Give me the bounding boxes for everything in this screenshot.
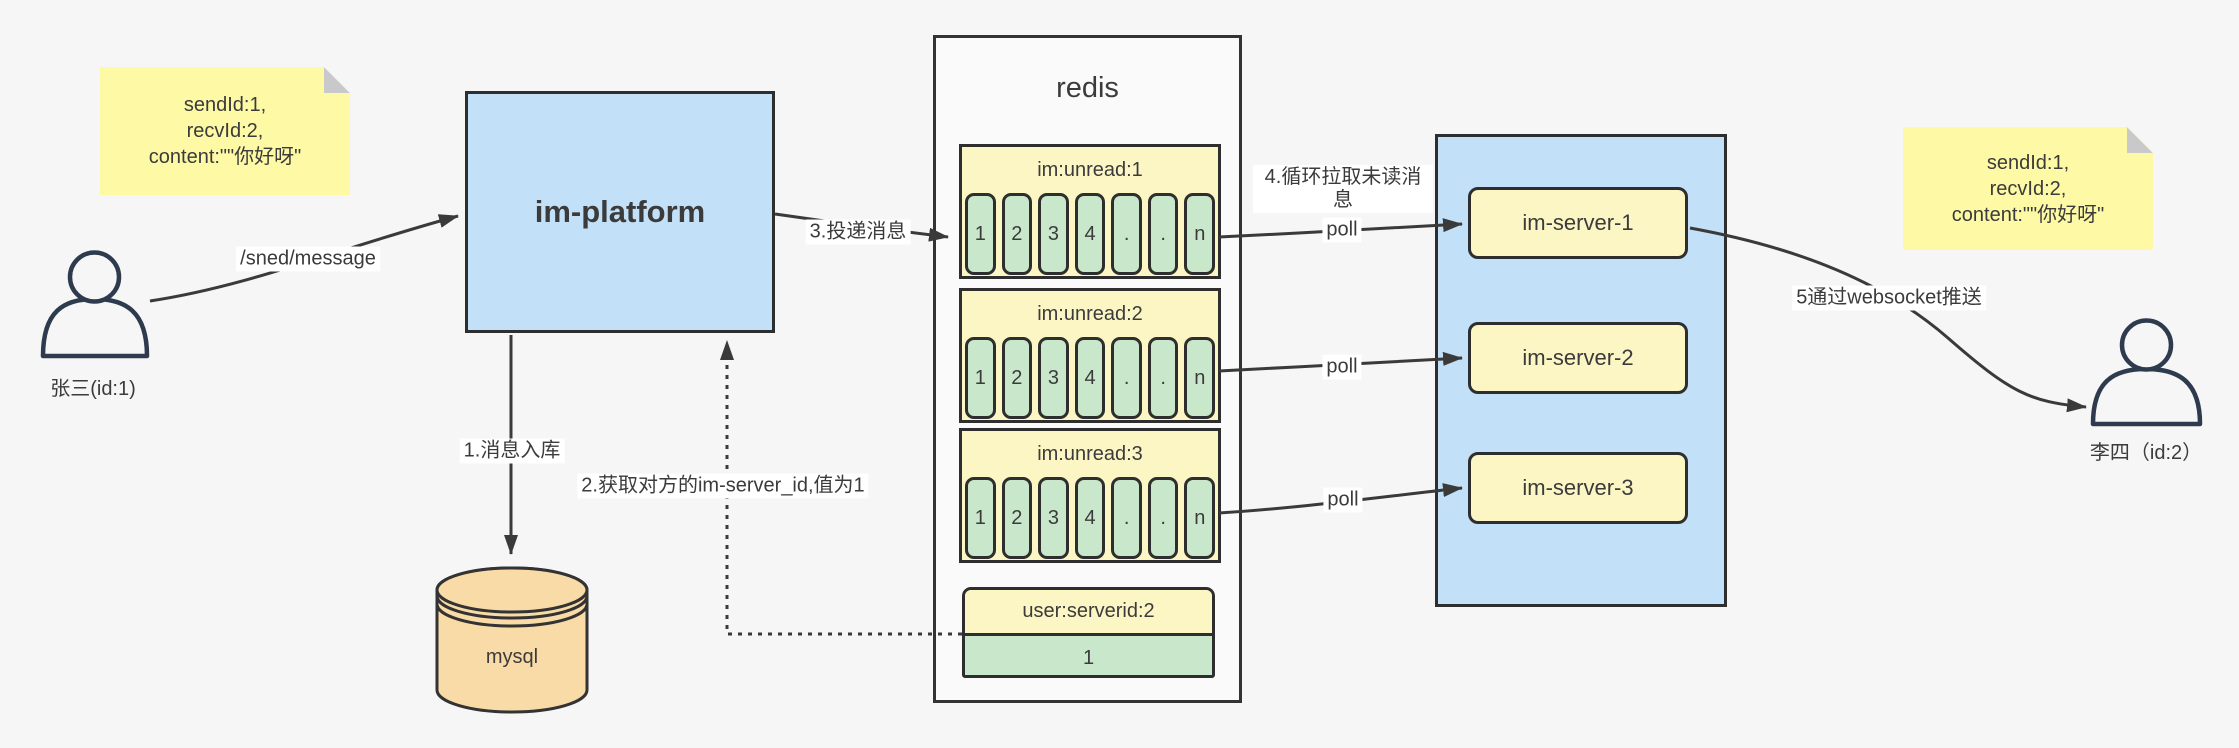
sticky-note-left: sendId:1, recvId:2, content:""你好呀" — [100, 67, 350, 195]
note-line: sendId:1, — [183, 94, 267, 116]
note-line: content:""你好呀" — [1951, 203, 2105, 226]
im-server-label: im-server-3 — [1522, 475, 1634, 500]
edge-label-send: /sned/message — [236, 246, 380, 272]
edge-label-step4: 4.循环拉取未读消息 — [1253, 165, 1433, 213]
redis-list-cells: 1 2 3 4 . . n — [965, 477, 1216, 559]
unread-cell: . — [1147, 337, 1179, 419]
unread-cell: 2 — [1001, 337, 1033, 419]
unread-cell: . — [1147, 477, 1179, 559]
unread-cell: . — [1111, 337, 1142, 419]
person-body — [2090, 366, 2203, 427]
unread-cell: 4 — [1074, 477, 1106, 559]
unread-cell: 4 — [1074, 337, 1106, 419]
folded-corner-icon — [2127, 127, 2153, 153]
edge-label-poll-2: poll — [1322, 354, 1362, 380]
unread-cell: 1 — [965, 477, 996, 559]
edge-label-step5: 5通过websocket推送 — [1792, 285, 1986, 311]
receiver-label: 李四（id:2） — [2089, 442, 2203, 464]
im-platform-node: im-platform — [465, 91, 775, 333]
note-line: sendId:1, — [1986, 151, 2070, 174]
edge-label-poll-3: poll — [1323, 487, 1363, 513]
cylinder-body — [435, 566, 589, 714]
person-head — [67, 250, 122, 304]
unread-cell: . — [1111, 193, 1142, 275]
note-line: content:""你好呀" — [148, 146, 302, 168]
unread-cell: n — [1184, 477, 1216, 559]
note-line: recvId:2, — [1989, 177, 2067, 200]
cylinder-ring — [435, 603, 589, 628]
folded-corner-icon — [324, 67, 350, 93]
unread-cell: 3 — [1038, 193, 1069, 275]
cylinder-top — [435, 566, 589, 614]
database-cylinder-icon — [435, 566, 589, 714]
unread-cell: 3 — [1038, 337, 1069, 419]
edge-label-step1: 1.消息入库 — [459, 438, 565, 464]
unread-cell: 2 — [1001, 477, 1033, 559]
kv-value: 1 — [1082, 647, 1095, 669]
im-server-label: im-server-2 — [1522, 345, 1634, 370]
im-server-label: im-server-1 — [1522, 210, 1634, 235]
user-icon-sender — [40, 250, 150, 359]
unread-cell: 3 — [1038, 477, 1069, 559]
unread-cell: . — [1147, 193, 1179, 275]
im-server-3-node: im-server-3 — [1468, 452, 1688, 524]
im-server-1-node: im-server-1 — [1468, 187, 1688, 259]
unread-cell: 4 — [1074, 193, 1106, 275]
person-head — [2119, 318, 2174, 372]
unread-cell: . — [1111, 477, 1142, 559]
redis-list-im-unread-3: im:unread:3 1 2 3 4 . . n — [959, 428, 1221, 563]
unread-cell: n — [1184, 193, 1216, 275]
sender-label: 张三(id:1) — [50, 378, 136, 400]
redis-list-im-unread-1: im:unread:1 1 2 3 4 . . n — [959, 144, 1221, 279]
redis-list-header: im:unread:3 — [1037, 443, 1143, 465]
edge-label-poll-1: poll — [1322, 217, 1362, 243]
edge-step5-websocket — [1689, 226, 2087, 413]
im-platform-label: im-platform — [534, 194, 706, 229]
kv-key: user:serverid:2 — [965, 590, 1212, 636]
mysql-label: mysql — [485, 646, 539, 668]
user-icon-receiver — [2090, 318, 2203, 427]
unread-cell: 2 — [1001, 193, 1033, 275]
redis-list-im-unread-2: im:unread:2 1 2 3 4 . . n — [959, 288, 1221, 423]
unread-cell: 1 — [965, 337, 996, 419]
sticky-note-right: sendId:1, recvId:2, content:""你好呀" — [1903, 127, 2153, 250]
im-server-2-node: im-server-2 — [1468, 322, 1688, 394]
redis-list-cells: 1 2 3 4 . . n — [965, 337, 1216, 419]
edge-label-step2: 2.获取对方的im-server_id,值为1 — [577, 473, 869, 499]
redis-title: redis — [1056, 72, 1119, 104]
unread-cell: 1 — [965, 193, 996, 275]
cylinder-ring — [435, 595, 589, 620]
edge-label-step3: 3.投递消息 — [805, 219, 911, 245]
redis-list-header: im:unread:2 — [1037, 303, 1143, 325]
person-body — [40, 296, 150, 359]
redis-user-serverid-block: user:serverid:2 1 — [962, 587, 1215, 678]
redis-list-cells: 1 2 3 4 . . n — [965, 193, 1216, 275]
unread-cell: n — [1184, 337, 1216, 419]
note-line: recvId:2, — [186, 120, 264, 142]
redis-list-header: im:unread:1 — [1037, 159, 1143, 181]
